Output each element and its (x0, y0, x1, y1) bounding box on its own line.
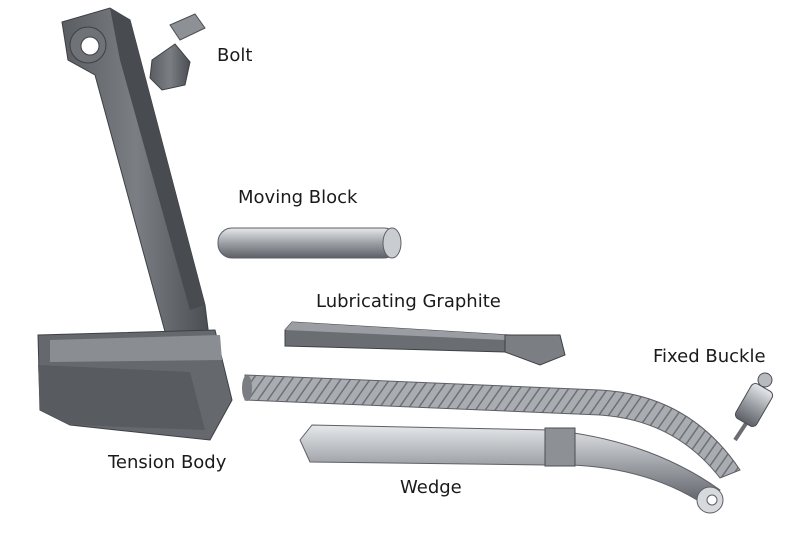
lubricating-graphite-part (284, 321, 566, 366)
label-lubricating-graphite: Lubricating Graphite (316, 291, 501, 312)
wedge-part (299, 424, 724, 514)
label-wedge: Wedge (400, 477, 462, 498)
cable-part (242, 374, 741, 479)
moving-block-part (217, 227, 402, 259)
label-bolt: Bolt (217, 45, 253, 66)
label-tension-body: Tension Body (108, 452, 227, 473)
tension-body-part (37, 7, 233, 441)
label-moving-block: Moving Block (238, 187, 358, 208)
fixed-buckle-part (733, 372, 774, 442)
label-fixed-buckle: Fixed Buckle (653, 346, 766, 367)
bolt-part (149, 13, 206, 91)
